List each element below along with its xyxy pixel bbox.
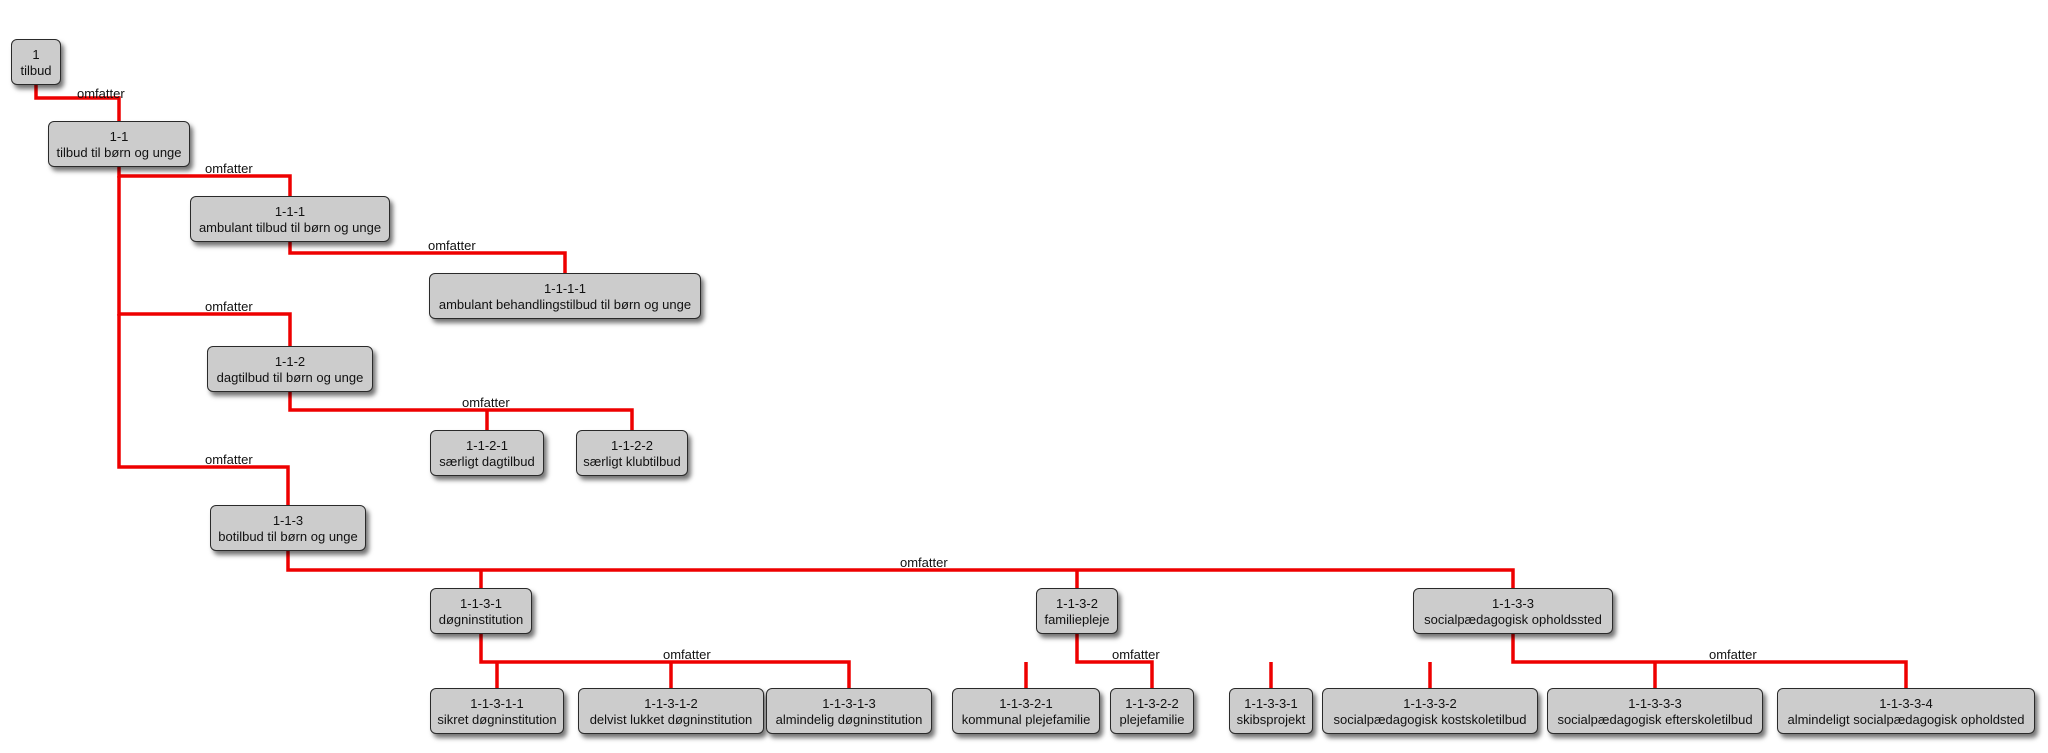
node-label: almindelig døgninstitution bbox=[775, 712, 923, 727]
edge-1-1-3-2-to-children bbox=[1024, 634, 1154, 690]
relation-label: omfatter bbox=[1112, 647, 1160, 662]
node-1-1-3-2-2[interactable]: 1-1-3-2-2 plejefamilie bbox=[1110, 688, 1194, 734]
node-label: socialpædagogisk opholdssted bbox=[1424, 612, 1602, 627]
node-label: botilbud til børn og unge bbox=[218, 529, 358, 544]
node-code: 1-1-3-3-3 bbox=[1628, 696, 1682, 711]
node-label: dagtilbud til børn og unge bbox=[216, 370, 364, 385]
node-label: ambulant behandlingstilbud til børn og u… bbox=[438, 297, 692, 312]
node-1-1-2-1[interactable]: 1-1-2-1 særligt dagtilbud bbox=[430, 430, 544, 476]
node-label: kommunal plejefamilie bbox=[961, 712, 1091, 727]
node-code: 1-1-3-1-3 bbox=[822, 696, 876, 711]
node-code: 1-1-3-3-2 bbox=[1403, 696, 1457, 711]
node-code: 1-1-3 bbox=[272, 513, 304, 528]
node-code: 1-1-3-3-4 bbox=[1879, 696, 1933, 711]
node-code: 1-1-3-1-2 bbox=[644, 696, 698, 711]
node-1-1-3-1-1[interactable]: 1-1-3-1-1 sikret døgninstitution bbox=[430, 688, 564, 734]
node-label: skibsprojekt bbox=[1236, 712, 1306, 727]
node-1-1-3-1[interactable]: 1-1-3-1 døgninstitution bbox=[430, 588, 532, 634]
node-1-1-2[interactable]: 1-1-2 dagtilbud til børn og unge bbox=[207, 346, 373, 392]
node-label: plejefamilie bbox=[1119, 712, 1185, 727]
node-label: døgninstitution bbox=[438, 612, 524, 627]
node-code: 1-1-3-1-1 bbox=[470, 696, 524, 711]
node-1-1-2-2[interactable]: 1-1-2-2 særligt klubtilbud bbox=[576, 430, 688, 476]
node-label: ambulant tilbud til børn og unge bbox=[198, 220, 382, 235]
node-label: familiepleje bbox=[1044, 612, 1110, 627]
node-code: 1-1-2-2 bbox=[611, 438, 653, 453]
node-1[interactable]: 1 tilbud bbox=[11, 39, 61, 85]
node-code: 1-1 bbox=[109, 129, 129, 144]
node-code: 1 bbox=[32, 47, 40, 62]
node-label: socialpædagogisk kostskoletilbud bbox=[1333, 712, 1527, 727]
node-label: socialpædagogisk efterskoletilbud bbox=[1557, 712, 1753, 727]
node-label: særligt klubtilbud bbox=[583, 454, 681, 469]
relation-label: omfatter bbox=[205, 452, 253, 467]
node-1-1-3[interactable]: 1-1-3 botilbud til børn og unge bbox=[210, 505, 366, 551]
relation-label: omfatter bbox=[900, 555, 948, 570]
node-code: 1-1-3-3 bbox=[1492, 596, 1534, 611]
node-code: 1-1-3-3-1 bbox=[1244, 696, 1298, 711]
edge-1-1-to-1-1-2 bbox=[117, 176, 292, 348]
edge-1-1-1-to-1-1-1-1 bbox=[288, 242, 567, 275]
node-code: 1-1-2-1 bbox=[466, 438, 508, 453]
node-label: sikret døgninstitution bbox=[437, 712, 557, 727]
node-1-1-3-2-1[interactable]: 1-1-3-2-1 kommunal plejefamilie bbox=[952, 688, 1100, 734]
edge-1-1-3-3-to-children bbox=[1269, 634, 1908, 690]
node-1-1-1[interactable]: 1-1-1 ambulant tilbud til børn og unge bbox=[190, 196, 390, 242]
relation-label: omfatter bbox=[77, 86, 125, 101]
edge-1-1-to-1-1-3 bbox=[117, 314, 290, 507]
node-1-1-1-1[interactable]: 1-1-1-1 ambulant behandlingstilbud til b… bbox=[429, 273, 701, 319]
node-code: 1-1-1 bbox=[274, 204, 306, 219]
node-code: 1-1-1-1 bbox=[544, 281, 586, 296]
node-label: særligt dagtilbud bbox=[439, 454, 535, 469]
node-code: 1-1-3-1 bbox=[460, 596, 502, 611]
node-label: tilbud bbox=[20, 63, 52, 78]
relation-label: omfatter bbox=[205, 161, 253, 176]
node-code: 1-1-2 bbox=[274, 354, 306, 369]
node-code: 1-1-3-2-1 bbox=[999, 696, 1053, 711]
relation-label: omfatter bbox=[205, 299, 253, 314]
edge-1-to-1-1 bbox=[34, 85, 121, 123]
node-label: tilbud til børn og unge bbox=[56, 145, 182, 160]
node-1-1-3-3-3[interactable]: 1-1-3-3-3 socialpædagogisk efterskoletil… bbox=[1547, 688, 1763, 734]
edge-1-1-to-1-1-1 bbox=[117, 167, 292, 198]
node-label: delvist lukket døgninstitution bbox=[589, 712, 753, 727]
relation-label: omfatter bbox=[462, 395, 510, 410]
node-code: 1-1-3-2 bbox=[1056, 596, 1098, 611]
node-1-1-3-1-2[interactable]: 1-1-3-1-2 delvist lukket døgninstitution bbox=[578, 688, 764, 734]
node-1-1-3-3[interactable]: 1-1-3-3 socialpædagogisk opholdssted bbox=[1413, 588, 1613, 634]
node-1-1-3-1-3[interactable]: 1-1-3-1-3 almindelig døgninstitution bbox=[766, 688, 932, 734]
relation-label: omfatter bbox=[428, 238, 476, 253]
node-code: 1-1-3-2-2 bbox=[1125, 696, 1179, 711]
node-1-1-3-3-1[interactable]: 1-1-3-3-1 skibsprojekt bbox=[1229, 688, 1313, 734]
edge-1-1-2-to-children bbox=[288, 392, 634, 432]
edge-1-1-3-1-to-children bbox=[479, 634, 851, 690]
node-1-1-3-2[interactable]: 1-1-3-2 familiepleje bbox=[1036, 588, 1118, 634]
relation-label: omfatter bbox=[663, 647, 711, 662]
edge-1-1-3-to-children bbox=[286, 551, 1515, 590]
node-label: almindeligt socialpædagogisk opholdsted bbox=[1787, 712, 2025, 727]
node-1-1-3-3-4[interactable]: 1-1-3-3-4 almindeligt socialpædagogisk o… bbox=[1777, 688, 2035, 734]
node-1-1-3-3-2[interactable]: 1-1-3-3-2 socialpædagogisk kostskoletilb… bbox=[1322, 688, 1538, 734]
node-1-1[interactable]: 1-1 tilbud til børn og unge bbox=[48, 121, 190, 167]
relation-label: omfatter bbox=[1709, 647, 1757, 662]
